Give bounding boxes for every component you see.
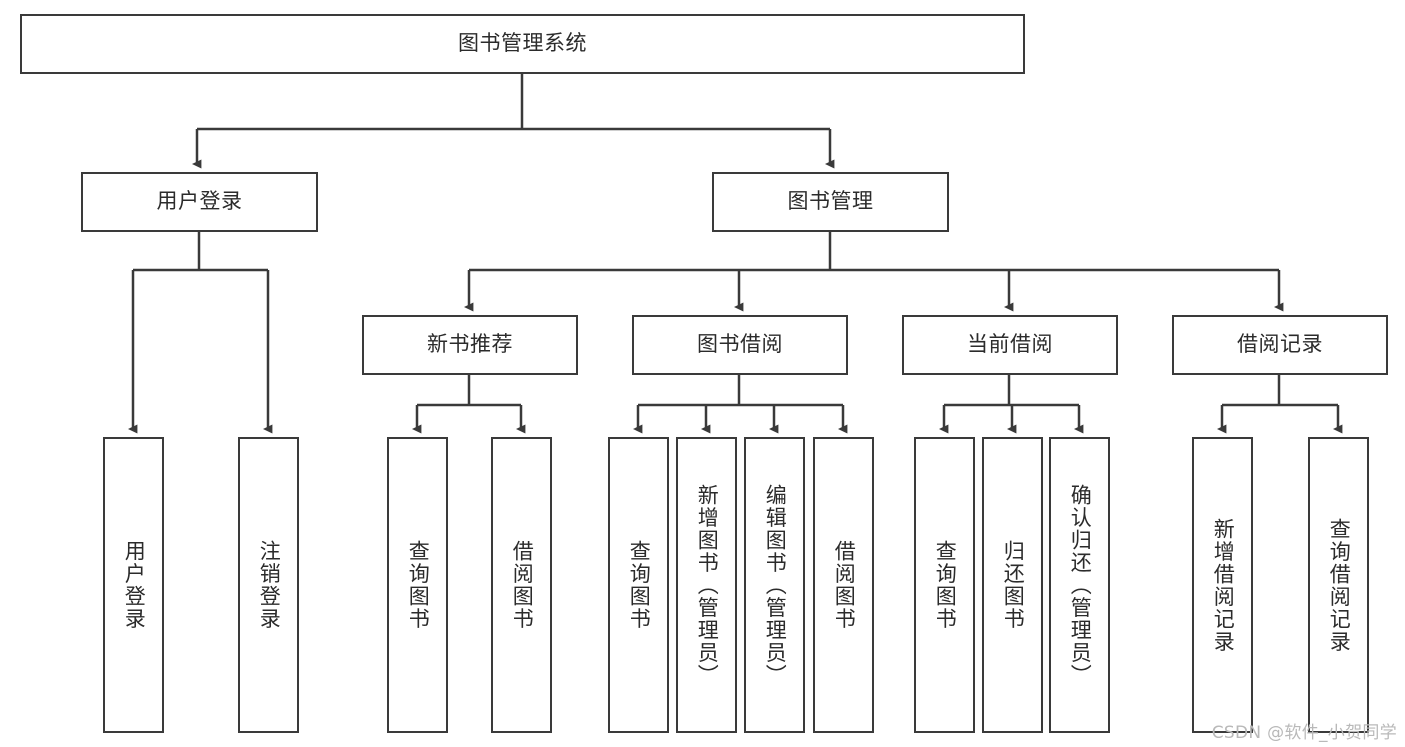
- node-current-borrow-label: 当前借阅: [967, 332, 1053, 357]
- node-leaf-query-book-2-label: 查询图书: [627, 540, 652, 630]
- node-leaf-logout-login-label: 注销登录: [257, 540, 282, 630]
- node-leaf-borrow-book-2-label: 借阅图书: [832, 540, 857, 630]
- node-user-login-label: 用户登录: [156, 189, 243, 214]
- node-leaf-add-borrow-record[interactable]: 新增借阅记录: [1192, 437, 1253, 733]
- node-new-book-recommend-label: 新书推荐: [427, 332, 513, 357]
- node-root-label: 图书管理系统: [458, 31, 587, 56]
- node-borrow-record[interactable]: 借阅记录: [1172, 315, 1388, 375]
- node-new-book-recommend[interactable]: 新书推荐: [362, 315, 578, 375]
- node-leaf-return-book[interactable]: 归还图书: [982, 437, 1043, 733]
- node-leaf-user-login[interactable]: 用户登录: [103, 437, 164, 733]
- node-leaf-edit-book-label: 编辑图书（管理员）: [763, 483, 788, 687]
- node-borrow-record-label: 借阅记录: [1237, 332, 1323, 357]
- node-leaf-query-borrow-record[interactable]: 查询借阅记录: [1308, 437, 1369, 733]
- csdn-watermark: CSDN @软件_小贺同学: [1211, 723, 1397, 743]
- node-leaf-query-book-3-label: 查询图书: [933, 540, 958, 630]
- node-leaf-query-book-3[interactable]: 查询图书: [914, 437, 975, 733]
- node-leaf-query-book-1-label: 查询图书: [406, 540, 431, 630]
- node-leaf-query-book-1[interactable]: 查询图书: [387, 437, 448, 733]
- node-leaf-confirm-return-label: 确认归还（管理员）: [1068, 483, 1093, 687]
- node-leaf-query-borrow-record-label: 查询借阅记录: [1327, 517, 1352, 653]
- node-leaf-confirm-return[interactable]: 确认归还（管理员）: [1049, 437, 1110, 733]
- node-leaf-edit-book[interactable]: 编辑图书（管理员）: [744, 437, 805, 733]
- node-leaf-return-book-label: 归还图书: [1001, 540, 1026, 630]
- node-leaf-add-book[interactable]: 新增图书（管理员）: [676, 437, 737, 733]
- node-book-borrow[interactable]: 图书借阅: [632, 315, 848, 375]
- node-leaf-borrow-book-2[interactable]: 借阅图书: [813, 437, 874, 733]
- node-leaf-add-borrow-record-label: 新增借阅记录: [1211, 517, 1236, 653]
- node-current-borrow[interactable]: 当前借阅: [902, 315, 1118, 375]
- node-book-management-label: 图书管理: [787, 189, 874, 214]
- node-leaf-query-book-2[interactable]: 查询图书: [608, 437, 669, 733]
- node-leaf-logout-login[interactable]: 注销登录: [238, 437, 299, 733]
- node-root[interactable]: 图书管理系统: [20, 14, 1025, 74]
- node-leaf-borrow-book-1-label: 借阅图书: [510, 540, 535, 630]
- node-user-login[interactable]: 用户登录: [81, 172, 318, 232]
- node-leaf-user-login-label: 用户登录: [122, 540, 147, 630]
- node-leaf-add-book-label: 新增图书（管理员）: [695, 483, 720, 687]
- node-book-management[interactable]: 图书管理: [712, 172, 949, 232]
- node-leaf-borrow-book-1[interactable]: 借阅图书: [491, 437, 552, 733]
- node-book-borrow-label: 图书借阅: [697, 332, 783, 357]
